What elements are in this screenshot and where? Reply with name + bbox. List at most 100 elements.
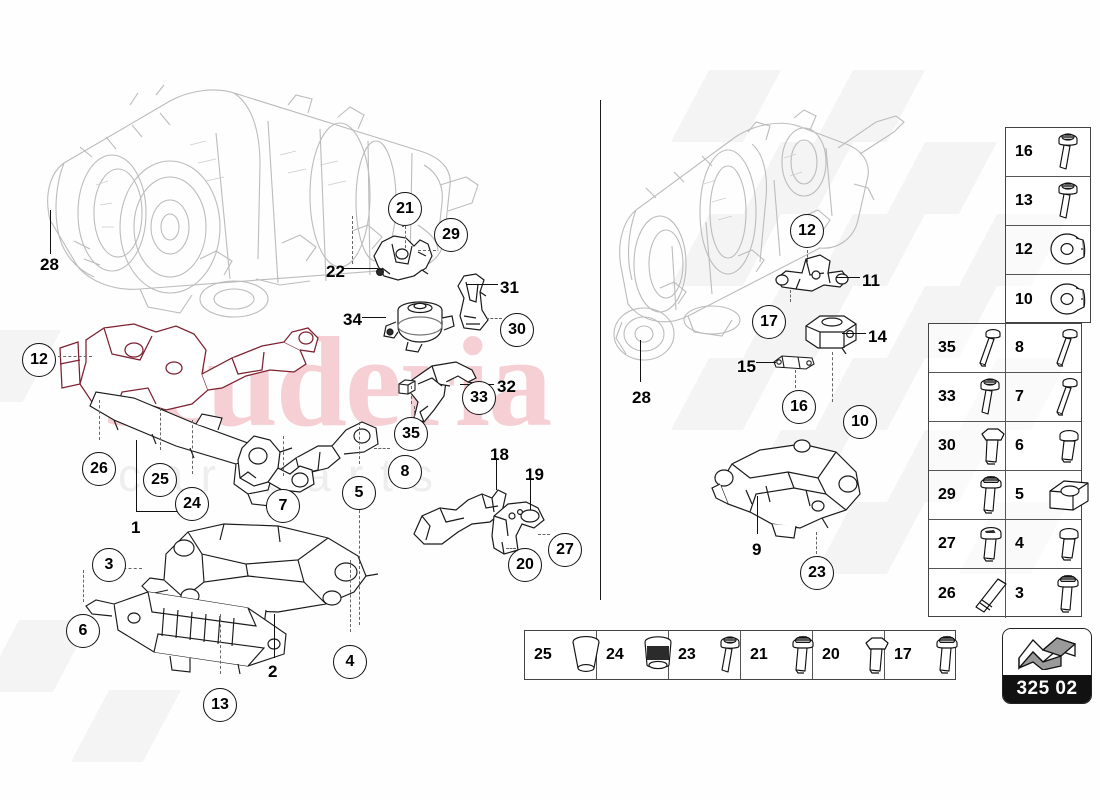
fastener-table-upper-right: 16 13 12 <box>1005 127 1091 323</box>
callout-bubble-16[interactable]: 16 <box>782 390 816 424</box>
short-bolt-icon <box>1045 525 1091 563</box>
leader-9 <box>757 496 758 534</box>
fastener-cell-35[interactable]: 35 <box>929 324 1006 372</box>
mount-plate-15 <box>773 355 815 370</box>
dash-25 <box>160 408 161 450</box>
callout-bubble-30[interactable]: 30 <box>500 313 534 347</box>
callout-bubble-10[interactable]: 10 <box>843 405 877 439</box>
dash-8 <box>374 448 390 449</box>
fastener-row-pair: 29 5 <box>929 471 1089 520</box>
fastener-cell-4[interactable]: 4 <box>1006 520 1083 568</box>
engine-mount-bracket-22 <box>373 235 433 281</box>
part-label-11: 11 <box>862 271 880 290</box>
callout-bubble-8[interactable]: 8 <box>388 455 422 489</box>
leader-1 <box>136 440 137 512</box>
fastener-cell-3[interactable]: 3 <box>1006 569 1083 618</box>
callout-bubble-7[interactable]: 7 <box>266 489 300 523</box>
dash-22-ghost <box>352 216 353 264</box>
callout-bubble-12[interactable]: 12 <box>22 343 56 377</box>
fastener-row-12[interactable]: 12 <box>1006 226 1090 275</box>
part-label-28: 28 <box>632 388 651 407</box>
callout-bubble-33[interactable]: 33 <box>462 381 496 415</box>
dash-3 <box>118 568 142 569</box>
callout-bubble-17[interactable]: 17 <box>752 305 786 339</box>
fastener-cell-20[interactable]: 20 <box>813 631 889 679</box>
fastener-number: 26 <box>938 584 956 602</box>
leader-14 <box>842 333 866 334</box>
fastener-table-bottom-strip: 25 24 23 21 20 <box>524 630 958 680</box>
fastener-cell-23[interactable]: 23 <box>669 631 741 679</box>
rear-subframe-2 <box>141 523 378 627</box>
gearbox-assembly-left-ghost <box>47 84 479 318</box>
fastener-cell-25[interactable]: 25 <box>525 631 600 679</box>
dash-12-right <box>807 250 808 262</box>
transmission-crossmember-9 <box>711 439 861 539</box>
leader-28-right <box>640 340 641 382</box>
sleeve-icon <box>564 634 610 676</box>
fastener-number: 20 <box>822 646 840 663</box>
callout-bubble-27[interactable]: 27 <box>548 533 582 567</box>
dash-5b <box>359 505 360 625</box>
callout-bubble-24[interactable]: 24 <box>175 487 209 521</box>
part-label-18: 18 <box>490 445 509 464</box>
fastener-cell-30[interactable]: 30 <box>929 422 1006 470</box>
part-label-2: 2 <box>268 662 278 681</box>
callout-bubble-29[interactable]: 29 <box>434 218 468 252</box>
fastener-number: 12 <box>1015 241 1033 258</box>
fastener-cell-21[interactable]: 21 <box>741 631 814 679</box>
fastener-cell-8[interactable]: 8 <box>1006 324 1083 372</box>
square-nut-icon <box>1045 475 1093 515</box>
hex-bolt-icon <box>852 634 898 676</box>
dash-16 <box>795 370 796 388</box>
fastener-cell-24[interactable]: 24 <box>597 631 672 679</box>
callout-bubble-5[interactable]: 5 <box>342 476 376 510</box>
fastener-number: 27 <box>938 535 956 552</box>
leader-22 <box>344 268 378 269</box>
fastener-cell-27[interactable]: 27 <box>929 520 1006 568</box>
fastener-cell-5[interactable]: 5 <box>1006 471 1089 519</box>
flange-bolt-icon <box>968 376 1012 418</box>
leader-11 <box>836 277 860 278</box>
callout-bubble-26[interactable]: 26 <box>82 452 116 486</box>
serrated-bolt-icon <box>968 474 1014 516</box>
dowel-pin-icon <box>968 571 1014 617</box>
fastener-cell-29[interactable]: 29 <box>929 471 1006 519</box>
knurled-sleeve-icon <box>636 635 682 675</box>
callout-bubble-20[interactable]: 20 <box>508 548 542 582</box>
callout-bubble-12[interactable]: 12 <box>790 214 824 248</box>
transmission-mount-bracket-11 <box>775 254 849 292</box>
callout-bubble-13[interactable]: 13 <box>203 688 237 722</box>
fastener-row-13[interactable]: 13 <box>1006 177 1090 226</box>
fastener-number: 8 <box>1015 339 1024 356</box>
leader-1-h <box>136 511 198 512</box>
callout-bubble-23[interactable]: 23 <box>800 556 834 590</box>
fastener-cell-26[interactable]: 26 <box>929 569 1007 618</box>
callout-bubble-21[interactable]: 21 <box>388 192 422 226</box>
3d-arrow-icon <box>1003 629 1091 675</box>
fastener-cell-33[interactable]: 33 <box>929 373 1006 421</box>
callout-bubble-4[interactable]: 4 <box>333 645 367 679</box>
fastener-number: 13 <box>1015 192 1033 209</box>
fastener-cell-6[interactable]: 6 <box>1006 422 1083 470</box>
fastener-table-right: 35 8 33 <box>928 323 1089 618</box>
callout-bubble-3[interactable]: 3 <box>92 548 126 582</box>
callout-bubble-6[interactable]: 6 <box>66 614 100 648</box>
fastener-cell-7[interactable]: 7 <box>1006 373 1083 421</box>
part-label-1: 1 <box>131 518 141 537</box>
fastener-cell-17[interactable]: 17 <box>885 631 958 679</box>
mount-bracket-32 <box>409 361 479 423</box>
fastener-number: 4 <box>1015 535 1024 552</box>
fastener-number: 25 <box>534 646 552 663</box>
fastener-number: 21 <box>750 646 768 663</box>
fastener-number: 33 <box>938 388 956 405</box>
fastener-number: 10 <box>1015 290 1033 308</box>
leader-2 <box>274 614 275 658</box>
callout-bubble-25[interactable]: 25 <box>143 463 177 497</box>
fastener-number: 5 <box>1015 486 1024 503</box>
fastener-row-16[interactable]: 16 <box>1006 128 1090 177</box>
fastener-row-10[interactable]: 10 <box>1006 275 1090 324</box>
fastener-number: 35 <box>938 339 956 356</box>
callout-bubble-35[interactable]: 35 <box>394 417 428 451</box>
dash-26 <box>99 400 100 440</box>
diagram-code-badge: 325 02 <box>1002 628 1092 704</box>
